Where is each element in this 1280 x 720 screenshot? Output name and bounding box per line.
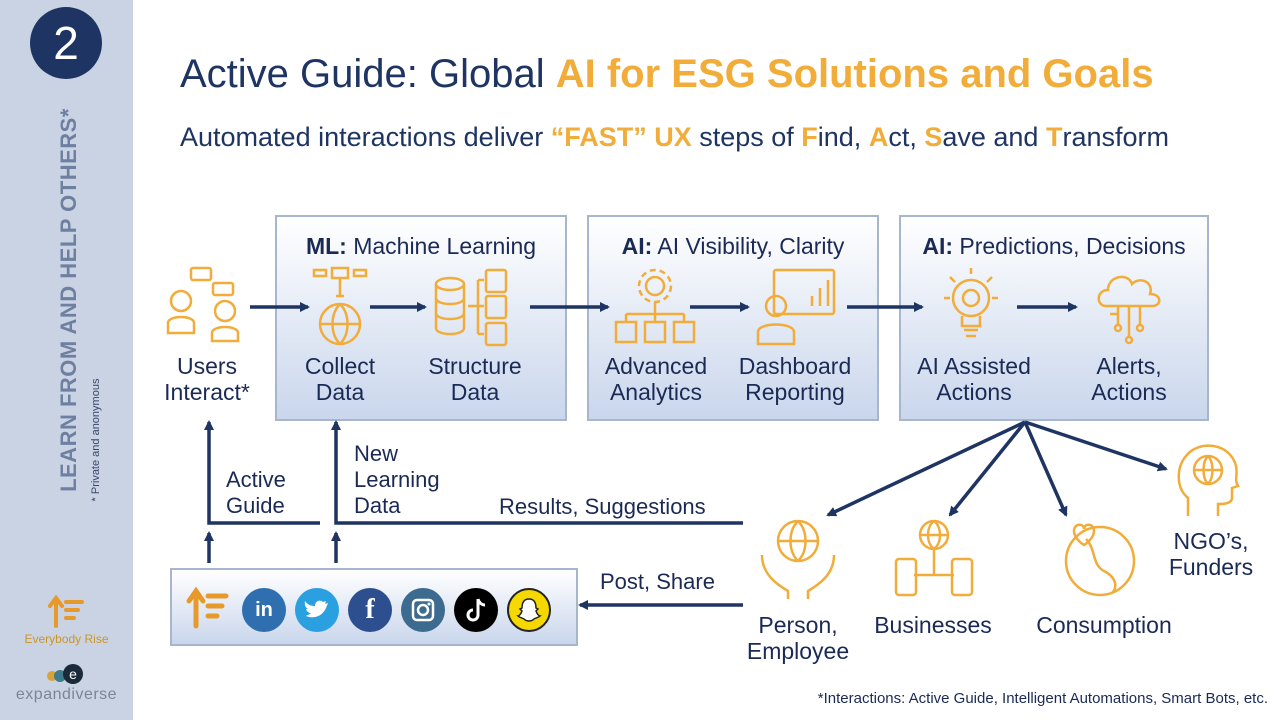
ai-visibility-text: AI Visibility, Clarity bbox=[652, 233, 845, 259]
person-employee-label: Person,Employee bbox=[740, 612, 856, 664]
label-line: Actions bbox=[1091, 379, 1167, 405]
svg-text:e: e bbox=[69, 666, 77, 682]
label-line: Dashboard bbox=[738, 353, 852, 379]
results-suggestions-label: Results, Suggestions bbox=[499, 494, 706, 519]
ngo-head-globe-icon bbox=[1177, 444, 1240, 516]
ai-predictions-prefix: AI: bbox=[922, 233, 953, 259]
instagram-icon[interactable] bbox=[401, 588, 445, 632]
page-subtitle: Automated interactions deliver “FAST” UX… bbox=[180, 122, 1169, 153]
subtitle-part: Automated interactions deliver bbox=[180, 122, 551, 152]
label-line: NGO’s, bbox=[1173, 528, 1249, 554]
ml-panel-title: ML: Machine Learning bbox=[277, 233, 565, 260]
facebook-icon[interactable]: f bbox=[348, 588, 392, 632]
subtitle-letter-f: F bbox=[801, 122, 818, 152]
label-line: Active bbox=[226, 467, 286, 492]
label-line: Reporting bbox=[745, 379, 845, 405]
label-line: Consumption bbox=[1036, 612, 1172, 638]
section-number-badge: 2 bbox=[30, 7, 102, 79]
ngo-funders-label: NGO’s,Funders bbox=[1156, 528, 1266, 580]
snapchat-icon[interactable] bbox=[507, 588, 551, 632]
expandiverse-logo-text: expandiverse bbox=[15, 686, 118, 703]
twitter-icon[interactable] bbox=[295, 588, 339, 632]
ml-panel: ML: Machine Learning bbox=[275, 215, 567, 421]
label-line: Collect bbox=[304, 353, 376, 379]
label-line: Analytics bbox=[609, 379, 703, 405]
businesses-label: Businesses bbox=[868, 612, 998, 638]
businesses-network-icon bbox=[894, 519, 974, 597]
ml-text: Machine Learning bbox=[346, 233, 537, 259]
post-share-label: Post, Share bbox=[600, 569, 715, 594]
subtitle-letter-s: S bbox=[924, 122, 943, 152]
label-line: Interact* bbox=[164, 379, 250, 405]
everybody-rise-app-icon[interactable] bbox=[186, 586, 230, 630]
subtitle-part: ind, bbox=[817, 122, 869, 152]
label-line: Data bbox=[315, 379, 365, 405]
ai-predictions-panel: AI: Predictions, Decisions bbox=[899, 215, 1209, 421]
ai-predictions-panel-title: AI: Predictions, Decisions bbox=[901, 233, 1207, 260]
label-line: Advanced bbox=[604, 353, 708, 379]
subtitle-part: ransform bbox=[1062, 122, 1169, 152]
alerts-actions-label: Alerts,Actions bbox=[1074, 353, 1184, 405]
expandiverse-logo-icon: e bbox=[47, 664, 83, 684]
subtitle-fast-ux: “FAST” UX bbox=[550, 122, 692, 152]
subtitle-letter-a: A bbox=[868, 122, 889, 152]
subtitle-part: steps of bbox=[691, 122, 802, 152]
subtitle-part: ct, bbox=[888, 122, 925, 152]
everybody-rise-logo-text: Everybody Rise bbox=[24, 632, 109, 646]
users-chat-icon bbox=[166, 266, 240, 343]
label-line: Guide bbox=[226, 493, 285, 518]
label-line: Actions bbox=[936, 379, 1012, 405]
person-hands-globe-icon bbox=[760, 519, 836, 599]
label-line: AI Assisted bbox=[917, 353, 1031, 379]
ai-visibility-prefix: AI: bbox=[621, 233, 653, 259]
social-share-bar: in f bbox=[170, 568, 578, 646]
linkedin-icon[interactable]: in bbox=[242, 588, 286, 632]
label-line: Alerts, bbox=[1096, 353, 1162, 379]
consumption-label: Consumption bbox=[1028, 612, 1180, 638]
label-line: Data bbox=[354, 493, 401, 518]
label-line: Learning bbox=[354, 467, 440, 492]
collect-data-globe-icon bbox=[312, 266, 368, 346]
consumption-globe-heart-icon bbox=[1064, 523, 1136, 597]
subtitle-part: ave and bbox=[942, 122, 1046, 152]
label-line: Data bbox=[450, 379, 500, 405]
label-line: New bbox=[354, 441, 399, 466]
ml-prefix: ML: bbox=[305, 233, 347, 259]
alerts-cloud-circuit-icon bbox=[1097, 275, 1161, 345]
dashboard-reporting-icon bbox=[756, 268, 836, 346]
subtitle-letter-t: T bbox=[1045, 122, 1063, 152]
title-plain: Active Guide: Global bbox=[180, 52, 556, 96]
ai-predictions-text: Predictions, Decisions bbox=[953, 233, 1186, 259]
label-line: Structure bbox=[428, 353, 522, 379]
advanced-analytics-gear-icon bbox=[614, 268, 696, 344]
ai-visibility-panel-title: AI: AI Visibility, Clarity bbox=[589, 233, 877, 260]
label-line: Employee bbox=[746, 638, 850, 664]
title-highlight: AI for ESG Solutions and Goals bbox=[555, 52, 1154, 96]
everybody-rise-logo-icon bbox=[48, 594, 84, 628]
ai-lightbulb-icon bbox=[944, 268, 998, 338]
label-line: Funders bbox=[1168, 554, 1254, 580]
interactions-footnote: *Interactions: Active Guide, Intelligent… bbox=[817, 690, 1268, 707]
ai-visibility-panel: AI: AI Visibility, Clarity bbox=[587, 215, 879, 421]
label-line: Businesses bbox=[874, 612, 992, 638]
tiktok-icon[interactable] bbox=[454, 588, 498, 632]
label-line: Users bbox=[176, 353, 238, 379]
structure-data-database-icon bbox=[434, 268, 508, 347]
sidebar: 2 LEARN FROM AND HELP OTHERS* * Private … bbox=[0, 0, 133, 720]
page-title: Active Guide: Global AI for ESG Solution… bbox=[180, 52, 1154, 97]
label-line: Person, bbox=[758, 612, 838, 638]
